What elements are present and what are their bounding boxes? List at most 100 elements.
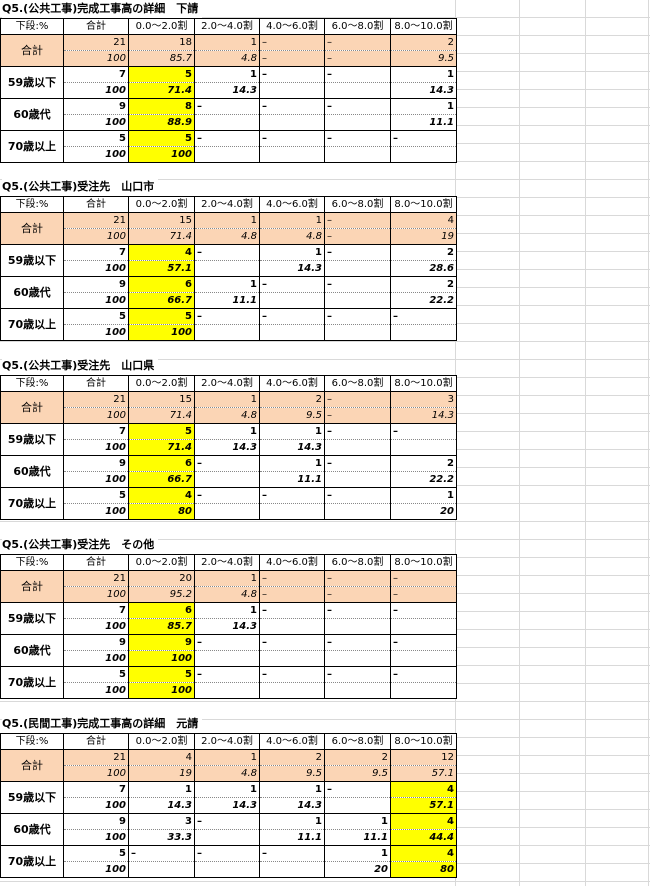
cell-percent: 100 bbox=[63, 618, 129, 635]
cell-count: 2 bbox=[390, 276, 457, 293]
cell-percent: 100 bbox=[63, 471, 129, 488]
cell-count: – bbox=[324, 308, 391, 325]
cell-count: – bbox=[194, 98, 260, 115]
cell-percent bbox=[194, 682, 260, 699]
cell-percent: 4.8 bbox=[194, 765, 260, 782]
header-range: 8.0〜10.0割 bbox=[390, 733, 457, 750]
cell-count: 9 bbox=[128, 634, 195, 651]
cell-percent bbox=[128, 861, 195, 878]
cell-percent: 80 bbox=[390, 861, 457, 878]
cell-count: 4 bbox=[390, 781, 457, 798]
row-label: 60歳代 bbox=[0, 634, 64, 667]
cell-percent bbox=[194, 146, 260, 163]
cell-count: 2 bbox=[259, 391, 325, 408]
header-range: 2.0〜4.0割 bbox=[194, 196, 260, 213]
cell-count: 7 bbox=[63, 602, 129, 619]
cell-percent: 22.2 bbox=[390, 471, 457, 488]
cell-percent: – bbox=[324, 407, 391, 424]
cell-count: – bbox=[259, 845, 325, 862]
cell-count: 21 bbox=[63, 749, 129, 766]
cell-percent: 19 bbox=[128, 765, 195, 782]
cell-percent: 100 bbox=[63, 292, 129, 309]
cell-percent bbox=[324, 618, 391, 635]
cell-percent: 100 bbox=[128, 146, 195, 163]
header-total: 合計 bbox=[63, 375, 129, 392]
cell-count: 5 bbox=[63, 130, 129, 147]
cell-count: – bbox=[194, 845, 260, 862]
row-label: 70歳以上 bbox=[0, 666, 64, 699]
header-range: 4.0〜6.0割 bbox=[259, 733, 325, 750]
cell-percent: 88.9 bbox=[128, 114, 195, 131]
cell-count: – bbox=[259, 98, 325, 115]
cell-count: 5 bbox=[63, 487, 129, 504]
cell-percent bbox=[259, 618, 325, 635]
section-title: Q5.(公共工事)受注先 山口県 bbox=[2, 357, 159, 375]
cell-count: 2 bbox=[259, 749, 325, 766]
cell-count: – bbox=[324, 244, 391, 261]
cell-percent: – bbox=[259, 586, 325, 603]
cell-count: 7 bbox=[63, 244, 129, 261]
header-range: 0.0〜2.0割 bbox=[128, 375, 195, 392]
cell-count: 4 bbox=[128, 487, 195, 504]
cell-count: 9 bbox=[63, 276, 129, 293]
header-range: 2.0〜4.0割 bbox=[194, 18, 260, 35]
cell-percent: 57.1 bbox=[390, 797, 457, 814]
cell-count: 2 bbox=[390, 244, 457, 261]
cell-count: 5 bbox=[63, 666, 129, 683]
cell-count: 5 bbox=[128, 308, 195, 325]
cell-count: – bbox=[390, 130, 457, 147]
row-label: 59歳以下 bbox=[0, 602, 64, 635]
row-label: 60歳代 bbox=[0, 455, 64, 488]
cell-count: 5 bbox=[128, 130, 195, 147]
row-label: 70歳以上 bbox=[0, 845, 64, 878]
cell-percent: 11.1 bbox=[259, 829, 325, 846]
cell-count: – bbox=[259, 602, 325, 619]
cell-count: – bbox=[324, 487, 391, 504]
cell-count: 1 bbox=[194, 781, 260, 798]
header-range: 8.0〜10.0割 bbox=[390, 554, 457, 571]
row-label: 合計 bbox=[0, 570, 64, 603]
cell-count: 1 bbox=[194, 602, 260, 619]
cell-count: – bbox=[194, 634, 260, 651]
section-title: Q5.(公共工事)受注先 山口市 bbox=[2, 178, 159, 196]
cell-count: 5 bbox=[128, 66, 195, 83]
cell-count: 7 bbox=[63, 423, 129, 440]
row-label: 70歳以上 bbox=[0, 130, 64, 163]
cell-percent: 28.6 bbox=[390, 260, 457, 277]
cell-count: – bbox=[390, 423, 457, 440]
cell-percent: 100 bbox=[63, 503, 129, 520]
cell-percent: 4.8 bbox=[194, 228, 260, 245]
cell-count: – bbox=[194, 244, 260, 261]
cell-percent: 14.3 bbox=[259, 260, 325, 277]
cell-percent: 14.3 bbox=[390, 82, 457, 99]
cell-percent: 71.4 bbox=[128, 228, 195, 245]
cell-percent bbox=[259, 82, 325, 99]
cell-percent: 33.3 bbox=[128, 829, 195, 846]
cell-percent: 100 bbox=[63, 586, 129, 603]
cell-count: – bbox=[259, 34, 325, 51]
cell-count: – bbox=[194, 308, 260, 325]
cell-count: – bbox=[194, 130, 260, 147]
cell-count: 1 bbox=[259, 212, 325, 229]
cell-count: 1 bbox=[259, 455, 325, 472]
cell-count: – bbox=[259, 570, 325, 587]
cell-count: 1 bbox=[324, 845, 391, 862]
cell-count: 1 bbox=[194, 570, 260, 587]
cell-count: – bbox=[259, 308, 325, 325]
cell-count: 9 bbox=[63, 634, 129, 651]
cell-count: – bbox=[324, 66, 391, 83]
cell-percent bbox=[324, 439, 391, 456]
